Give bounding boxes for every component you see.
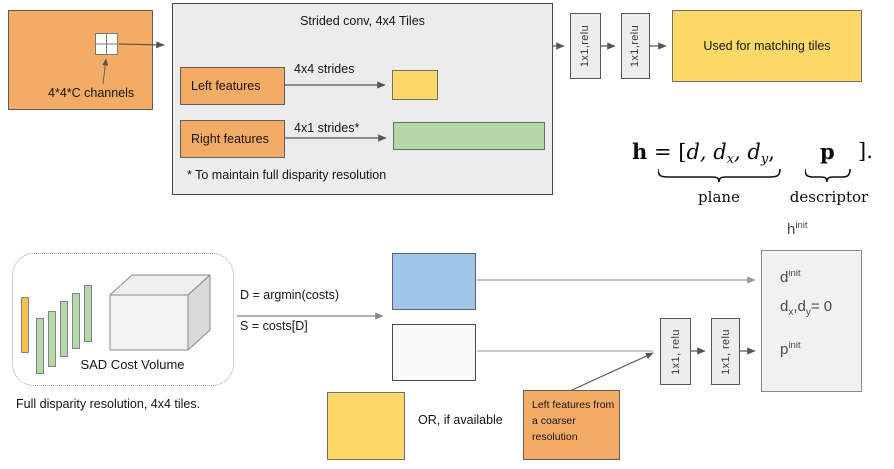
formula-dy: , d [734,140,761,164]
formula-open-bracket: [ [678,140,687,164]
underbrace-descriptor [805,168,851,183]
right-strides-label: 4x1 strides* [294,121,360,135]
bottom-relu2-label: 1x1, relu [719,328,732,375]
or-tile-box [327,392,405,460]
argmin-label: D = argmin(costs) [240,288,339,302]
dxy-sub2: y [805,307,811,318]
cost-map-box [392,324,476,381]
top-relu2-box: 1x1,relu [621,13,650,79]
bottom-relu1-label: 1x1, relu [669,328,682,375]
top-relu2-label: 1x1,relu [629,24,642,68]
formula-comma: , [768,140,775,164]
coarser-features-box: Left features from a coarser resolution [523,390,620,460]
right-features-label: Right features [191,132,269,146]
descriptor-label: descriptor [789,188,869,206]
hinit-panel [761,250,862,392]
cost-volume-container [12,253,234,386]
formula-h: h [632,139,648,164]
formula-equals: = [647,140,679,164]
left-features-box: Left features [180,67,285,105]
dxy-mid: ,d [793,298,806,315]
left-tile-box [392,70,438,100]
input-channels-label: 4*4*C channels [48,86,135,100]
underbrace-plane [658,168,781,183]
costs-label: S = costs[D] [240,319,308,333]
matching-tiles-box: Used for matching tiles [672,10,862,82]
or-label: OR, if available [418,413,503,427]
cost-bar-2 [48,311,56,367]
formula-main: h = [d, dx, dy, [632,139,775,167]
coarser-line-1: Left features from [532,399,615,411]
cost-volume-cube [109,274,211,351]
formula-p: p [820,139,835,164]
cost-bar-yellow [21,297,29,353]
cost-bar-5 [84,285,92,342]
top-relu1-box: 1x1,relu [570,13,601,79]
full-disparity-caption: Full disparity resolution, 4x4 tiles. [16,397,201,411]
right-tile-box [393,122,545,150]
formula-close-bracket: ]. [858,139,873,163]
dxy-tail: = 0 [810,298,833,315]
bottom-relu2-box: 1x1, relu [711,318,740,385]
dxdy-label: dx,dy= 0 [780,298,832,318]
disparity-footnote: * To maintain full disparity resolution [187,168,387,182]
dxy-sub1: x [788,307,794,318]
plane-label: plane [698,188,740,206]
left-strides-label: 4x4 strides [294,62,355,76]
formula-sub-y: y [760,152,769,167]
left-features-label: Left features [191,79,261,93]
coarser-line-3: resolution [532,430,578,443]
dinit-sup: init [788,268,801,279]
dxy-d1: d [780,298,789,315]
hinit-base: h [787,221,796,238]
dinit-label: dinit [780,268,801,286]
formula-sub-x: x [726,152,735,167]
cost-bar-3 [60,301,68,357]
tile-hypothesis-formula: h = [d, dx, dy, p ]. plane descriptor [620,135,894,215]
disparity-map-box [392,253,476,310]
cost-bar-4 [72,293,80,349]
input-channels-box [8,10,153,110]
dinit-base: d [780,269,789,286]
top-relu1-label: 1x1,relu [579,24,592,68]
right-features-box: Right features [180,120,285,158]
hinit-sup: init [795,220,808,231]
hinit-title: hinit [787,220,808,238]
sad-cost-volume-label: SAD Cost Volume [80,357,185,372]
coarser-line-2: a coarser [532,414,576,427]
bottom-relu1-box: 1x1, relu [660,318,691,385]
strided-conv-title: Strided conv, 4x4 Tiles [300,14,425,28]
pinit-base: p [780,341,789,358]
pinit-sup: init [788,340,801,351]
tile-grid-icon [95,33,118,55]
pinit-label: pinit [780,340,801,358]
matching-tiles-label: Used for matching tiles [703,39,831,53]
line-coarser-to-relu [571,352,654,391]
formula-d-dx: d, d [686,140,727,164]
cost-bar-1 [36,318,44,374]
